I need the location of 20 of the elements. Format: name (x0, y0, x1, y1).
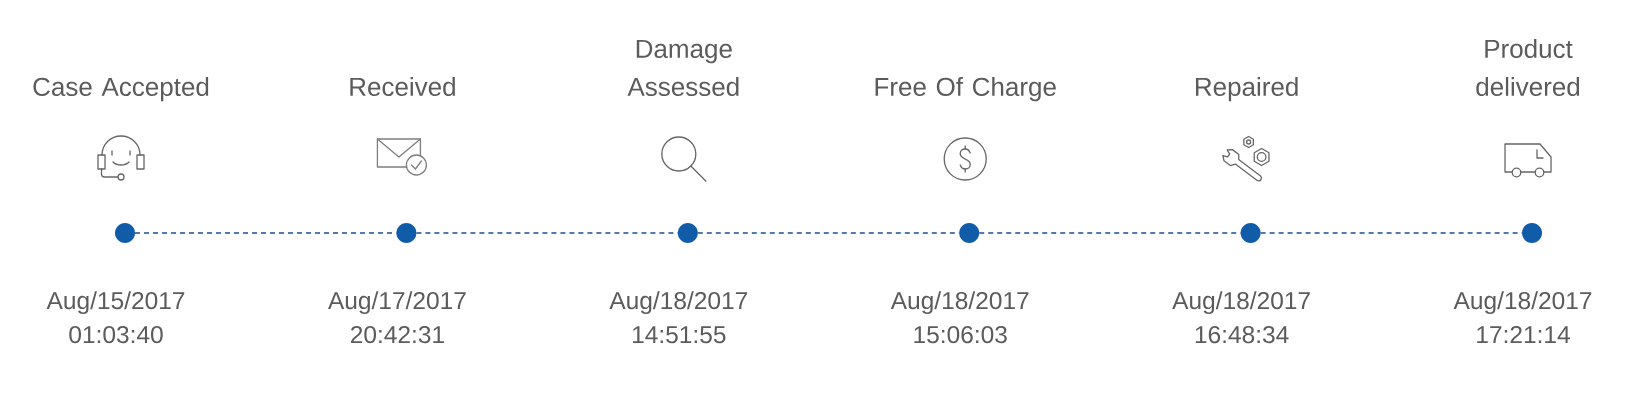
step-title: Repaired (1196, 76, 1298, 102)
step-title: Received (350, 76, 455, 97)
timeline-connector (978, 232, 1242, 234)
time-text: 01:03:40 (69, 325, 163, 344)
time-text: 15:06:03 (914, 325, 1007, 344)
time-text: 16:48:34 (1195, 325, 1289, 344)
date-text: Aug/18/2017 (890, 291, 1029, 315)
date-text: Aug/18/2017 (1453, 291, 1592, 315)
step-title: Free Of Charge (875, 76, 1056, 102)
step-title: Product delivered (1476, 38, 1580, 97)
step-title: Damage Assessed (627, 39, 739, 97)
date-text: Aug/18/2017 (609, 291, 748, 315)
date-text: Aug/18/2017 (1172, 291, 1310, 315)
timeline-connector (415, 232, 679, 234)
date-text: Aug/17/2017 (328, 291, 466, 315)
time-text: 17:21:14 (1477, 325, 1570, 343)
time-text: 20:42:31 (350, 325, 444, 344)
step-title: Case Accepted (33, 76, 209, 102)
date-text: Aug/15/2017 (46, 291, 185, 315)
time-text: 14:51:55 (633, 326, 726, 344)
